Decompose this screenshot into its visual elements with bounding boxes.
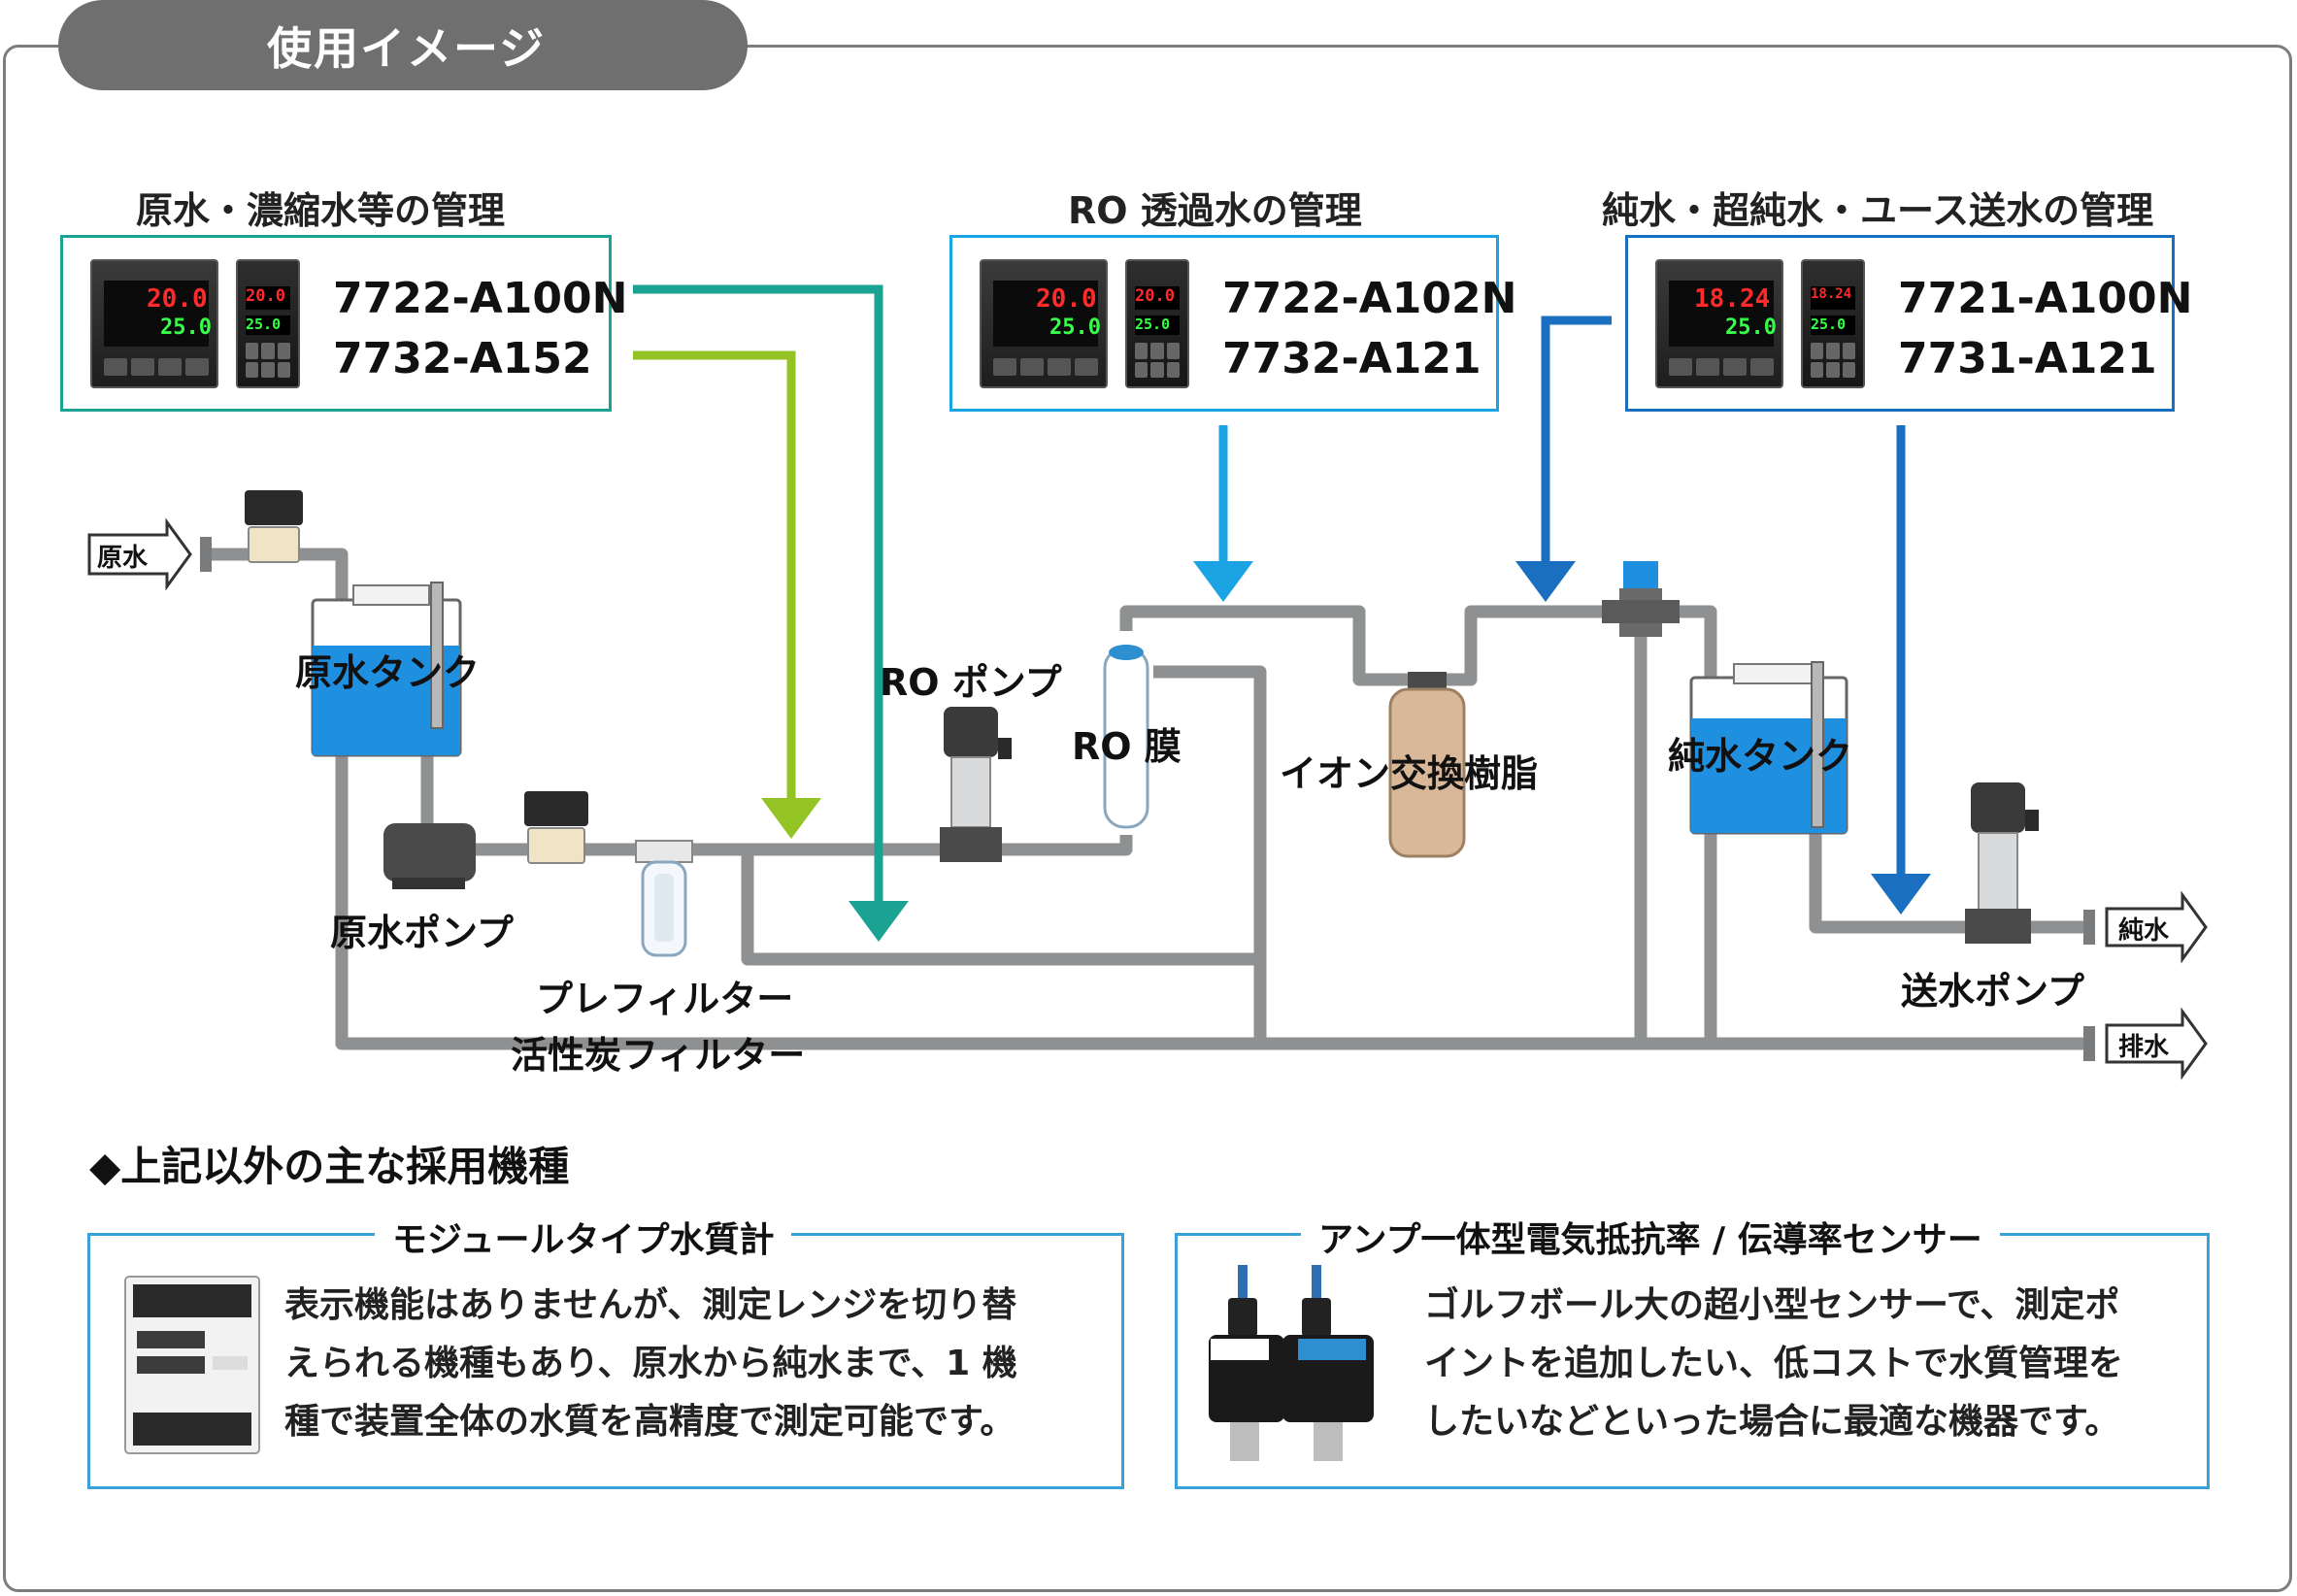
send-water-pump <box>1965 782 2039 944</box>
arrow-blue-right-head <box>1871 874 1931 914</box>
arrow-sky-head <box>1193 561 1253 602</box>
card-description-line: 種で装置全体の水質を高精度で測定可能です。 <box>284 1402 1015 1442</box>
card-compact-sensor: ゴルフボール大の超小型センサーで、測定ポ イントを追加したい、低コストで水質管理… <box>1175 1233 2210 1489</box>
ro-membrane-vessel <box>1103 645 1149 829</box>
other-models-heading: ◆上記以外の主な採用機種 <box>89 1143 570 1190</box>
carbon-filter-label: 活性炭フィルター <box>511 1034 806 1077</box>
arrow-blue-left-head <box>1515 561 1576 602</box>
pure-water-outlet-label: 純水 <box>2118 916 2170 946</box>
model-number: 7732-A121 <box>1222 334 1481 383</box>
pure-tank-label: 純水タンク <box>1668 735 1853 778</box>
raw-pump-label: 原水ポンプ <box>330 912 514 954</box>
card-description-line: ゴルフボール大の超小型センサーで、測定ポ <box>1424 1285 2120 1325</box>
solenoid-valve-main <box>524 791 588 864</box>
ro-pump-label: RO ポンプ <box>880 661 1062 704</box>
raw-water-pump <box>383 823 476 889</box>
arrow-blue-left-line <box>1541 316 1612 561</box>
pipe-cap <box>200 537 212 572</box>
pure-water-tank <box>1689 661 1848 835</box>
raw-tank-label: 原水タンク <box>295 651 481 694</box>
drain-outlet-label: 排水 <box>2118 1033 2170 1062</box>
ion-resin-label: イオン交換樹脂 <box>1280 752 1539 795</box>
pipe-tank-sendpump <box>1809 830 2087 934</box>
group-header-ro: RO 透過水の管理 <box>1068 189 1362 232</box>
card-description-line: 表示機能はありませんが、測定レンジを切り替 <box>284 1285 1017 1325</box>
outer-frame <box>3 45 2292 1592</box>
model-number: 7722-A102N <box>1222 274 1517 323</box>
pipe-cap <box>2083 1026 2095 1061</box>
arrow-teal-head <box>849 901 909 942</box>
card-title: アンプ一体型電気抵抗率 / 伝導率センサー <box>1301 1212 2000 1262</box>
pipe-bypass <box>741 849 1260 966</box>
model-number: 7721-A100N <box>1898 274 2193 323</box>
model-number: 7722-A100N <box>333 274 628 323</box>
card-title: モジュールタイプ水質計 <box>375 1212 792 1262</box>
inlet-arrow-tag <box>87 517 192 591</box>
arrow-lime-head <box>761 798 821 839</box>
compact-sensor-image <box>1209 1265 1374 1461</box>
group-header-raw: 原水・濃縮水等の管理 <box>136 189 506 232</box>
three-way-valve <box>1602 561 1680 637</box>
card-description-line: イントを追加したい、低コストで水質管理を <box>1424 1344 2124 1383</box>
solenoid-valve-inlet <box>245 490 303 563</box>
pipe-left-down <box>335 755 2087 1050</box>
send-pump-label: 送水ポンプ <box>1901 970 2084 1013</box>
drain-outlet-arrow-tag <box>2105 1007 2208 1081</box>
pure-outlet-arrow-tag <box>2105 890 2208 964</box>
pipe-ro-concentrate <box>1153 665 1267 1044</box>
raw-water-inlet-label: 原水 <box>97 544 149 573</box>
ro-pump <box>940 707 1012 862</box>
pipe-resin-out <box>1456 605 1641 686</box>
card-module-meter: 表示機能はありませんが、測定レンジを切り替 えられる機種もあり、原水から純水まで… <box>87 1233 1124 1489</box>
module-meter-image <box>124 1276 260 1454</box>
pipe-ro-top <box>1119 605 1456 686</box>
raw-water-tank <box>311 582 462 757</box>
model-number: 7731-A121 <box>1898 334 2157 383</box>
page-title: 使用イメージ <box>58 0 748 90</box>
arrow-teal-line <box>633 284 883 901</box>
group-header-pure: 純水・超純水・ユース送水の管理 <box>1602 189 2154 232</box>
model-number: 7732-A152 <box>333 334 592 383</box>
prefilter-housing <box>635 840 693 957</box>
measurement-arrows <box>633 284 1931 942</box>
ion-exchange-resin-vessel <box>1388 672 1466 858</box>
arrow-lime-line <box>633 350 796 798</box>
ro-membrane-label: RO 膜 <box>1072 725 1182 768</box>
pipe-ro-pump-to-membrane <box>942 835 1133 856</box>
prefilter-label: プレフィルター <box>536 978 794 1020</box>
pipe-cap <box>2083 910 2095 945</box>
card-description-line: したいなどといった場合に最適な機器です。 <box>1424 1402 2120 1442</box>
card-description-line: えられる機種もあり、原水から純水まで、1 機 <box>284 1344 1017 1383</box>
